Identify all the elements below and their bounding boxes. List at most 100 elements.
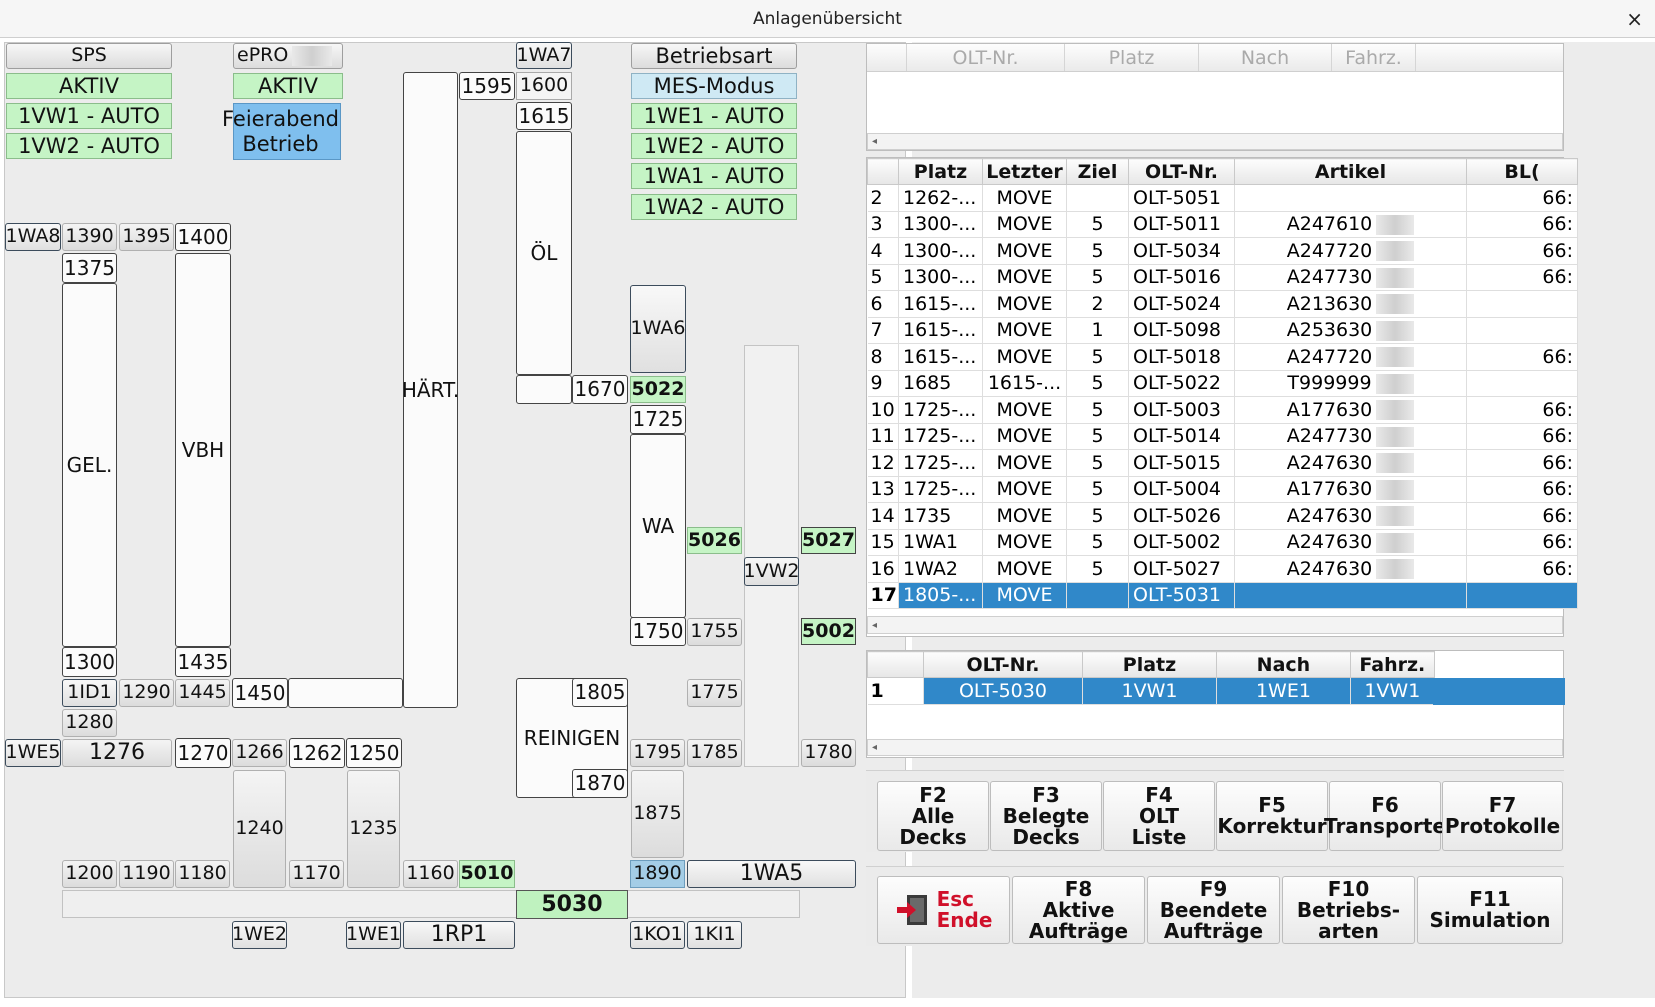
main-conveyor[interactable] (62, 890, 800, 918)
station-1rp1[interactable]: 1RP1 (403, 921, 515, 949)
station-1200[interactable]: 1200 (62, 860, 117, 888)
station-5027[interactable]: 5027 (801, 527, 856, 554)
station-5022[interactable]: 5022 (630, 376, 686, 403)
station-1870[interactable]: 1870 (572, 769, 628, 798)
station-1160[interactable]: 1160 (403, 860, 458, 888)
header-fahrz[interactable]: Fahrz. (1332, 44, 1416, 71)
wa2-status[interactable]: 1WA2 - AUTO (631, 194, 797, 220)
orders-header-col-1[interactable]: OLT-Nr. (923, 651, 1083, 678)
station-1wa8[interactable]: 1WA8 (5, 223, 61, 251)
station-1755[interactable]: 1755 (687, 618, 742, 646)
sps-status[interactable]: AKTIV (6, 73, 172, 99)
station-1276[interactable]: 1276 (62, 739, 172, 767)
close-icon[interactable]: × (1626, 7, 1643, 31)
station-1ki1[interactable]: 1KI1 (687, 921, 742, 949)
station-1vw2[interactable]: 1VW2 (744, 557, 799, 586)
station-1450[interactable]: 1450 (232, 678, 288, 708)
header-nach[interactable]: Nach (1199, 44, 1332, 71)
decks-header-col-3[interactable]: Ziel (1066, 158, 1129, 185)
station-1id1[interactable]: 1ID1 (62, 679, 117, 707)
station-1wa7[interactable]: 1WA7 (516, 42, 572, 69)
esc-ende-button[interactable]: Esc Ende (877, 876, 1010, 944)
station-1595[interactable]: 1595 (459, 72, 515, 100)
station-1300[interactable]: 1300 (62, 647, 117, 677)
station-1262[interactable]: 1262 (289, 738, 345, 768)
station-1750[interactable]: 1750 (630, 617, 686, 646)
area-haert[interactable]: HÄRT. (402, 72, 459, 708)
station-1375[interactable]: 1375 (62, 253, 117, 283)
area-vbh[interactable]: VBH (175, 253, 231, 647)
station-1we1[interactable]: 1WE1 (346, 921, 401, 949)
decks-header-col-1[interactable]: Platz (898, 158, 983, 185)
decks-header-col-0[interactable] (867, 158, 899, 185)
mes-modus-status[interactable]: MES-Modus (631, 73, 797, 99)
station-1435[interactable]: 1435 (175, 647, 231, 677)
station-1wa6[interactable]: 1WA6 (630, 285, 686, 373)
vw1-status[interactable]: 1VW1 - AUTO (6, 103, 172, 129)
transport-table-scrollbar[interactable]: ◂ (867, 133, 1563, 150)
station-5026[interactable]: 5026 (687, 527, 742, 554)
header-platz[interactable]: Platz (1065, 44, 1199, 71)
station-5010[interactable]: 5010 (459, 860, 515, 888)
station-1250[interactable]: 1250 (346, 738, 402, 768)
header-olt-nr[interactable]: OLT-Nr. (907, 44, 1065, 71)
station-1235[interactable]: 1235 (347, 770, 400, 888)
we1-status[interactable]: 1WE1 - AUTO (631, 103, 797, 129)
station-1190[interactable]: 1190 (119, 860, 174, 888)
station-1270[interactable]: 1270 (175, 738, 231, 768)
station-1780[interactable]: 1780 (801, 739, 856, 767)
decks-header-col-5[interactable]: Artikel (1234, 158, 1467, 185)
decks-header-col-6[interactable]: BL( (1466, 158, 1578, 185)
orders-header-col-0[interactable] (866, 651, 925, 678)
station-1wa5[interactable]: 1WA5 (687, 860, 856, 888)
orders-header-col-4[interactable]: Fahrz. (1349, 651, 1436, 678)
decks-header-col-4[interactable]: OLT-Nr. (1128, 158, 1235, 185)
station-1400[interactable]: 1400 (175, 223, 231, 251)
station-1266[interactable]: 1266 (232, 739, 287, 767)
station-1240[interactable]: 1240 (233, 770, 286, 888)
station-1670[interactable]: 1670 (572, 375, 628, 404)
area-oel[interactable]: ÖL (516, 131, 572, 375)
station-1ko1[interactable]: 1KO1 (630, 921, 685, 949)
station-1390[interactable]: 1390 (62, 223, 117, 251)
wa1-status[interactable]: 1WA1 - AUTO (631, 163, 797, 189)
station-1805[interactable]: 1805 (572, 678, 628, 707)
station-1280[interactable]: 1280 (62, 709, 117, 737)
station-1670-prefix[interactable] (516, 375, 572, 404)
decks-header-col-2[interactable]: Letzter (982, 158, 1067, 185)
conveyor-1450-haert[interactable] (288, 678, 403, 708)
area-gel[interactable]: GEL. (62, 283, 117, 647)
vw2-track[interactable] (744, 345, 799, 767)
we2-status[interactable]: 1WE2 - AUTO (631, 133, 797, 159)
station-1615[interactable]: 1615 (516, 102, 572, 130)
area-wa[interactable]: WA (630, 434, 686, 618)
station-1890[interactable]: 1890 (630, 860, 685, 888)
station-1785[interactable]: 1785 (687, 739, 742, 767)
orders-header-col-3[interactable]: Nach (1216, 651, 1351, 678)
station-5002[interactable]: 5002 (801, 618, 856, 645)
station-1775[interactable]: 1775 (687, 679, 742, 707)
station-1290[interactable]: 1290 (119, 679, 174, 707)
decks-table-scrollbar[interactable]: ◂ (867, 616, 1563, 634)
orders-table-scrollbar[interactable]: ◂ (867, 739, 1563, 756)
